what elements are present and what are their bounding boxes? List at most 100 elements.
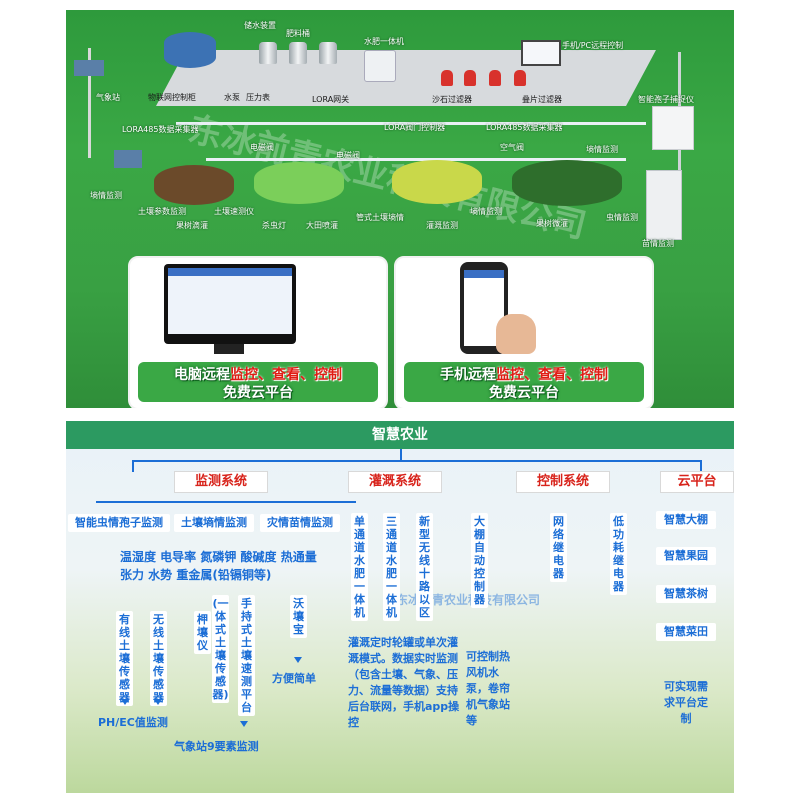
convenient-note: 方便简单 bbox=[272, 672, 316, 685]
monitor-params-line2: 张力 水势 重金属(铅镉铜等) bbox=[120, 568, 272, 582]
orchard-field bbox=[512, 160, 622, 206]
equipment-platform bbox=[156, 50, 656, 106]
screen-header bbox=[464, 270, 504, 278]
crop-field bbox=[392, 160, 482, 204]
label-remote: 手机/PC远程控制 bbox=[562, 41, 624, 50]
label-seedling: 苗情监测 bbox=[642, 239, 674, 248]
label-soil-params: 土壤参数监测 bbox=[138, 207, 186, 216]
disc-filter-icon bbox=[489, 70, 501, 86]
page-title: 智慧农业 bbox=[372, 427, 428, 443]
label-insect-lamp: 杀虫灯 bbox=[262, 221, 286, 230]
title-band bbox=[66, 421, 734, 449]
sand-filter-icon bbox=[441, 70, 453, 86]
weather-station-pole bbox=[88, 48, 91, 158]
label-field-spray: 大田喷灌 bbox=[306, 221, 338, 230]
monitor-item-disaster-seedling: 灾情苗情监测 bbox=[260, 514, 340, 532]
sensor-wired-soil: 有线土壤传感器 bbox=[116, 611, 133, 706]
phone-caption-sub: 免费云平台 bbox=[489, 385, 559, 401]
arrow-down bbox=[154, 699, 162, 705]
label-sand: 沙石过滤器 bbox=[432, 95, 472, 104]
sensor-wo-rang-bao: 沃壤宝 bbox=[290, 595, 307, 638]
label-weather: 气象站 bbox=[96, 93, 120, 102]
pc-monitor-icon bbox=[521, 40, 561, 66]
cloud-smart-vegetable: 智慧菜田 bbox=[656, 623, 716, 641]
label-irrigation: 灌溉监测 bbox=[426, 221, 458, 230]
pipe-branch bbox=[206, 158, 626, 161]
category-monitoring: 监测系统 bbox=[174, 471, 268, 493]
label-water-fert: 水肥一体机 bbox=[364, 37, 404, 46]
pest-monitor-icon bbox=[646, 170, 682, 240]
label-moisture-c: 墒情监测 bbox=[586, 145, 618, 154]
hand-graphic bbox=[496, 314, 536, 354]
solar-panel-icon bbox=[74, 60, 104, 76]
caption-bg bbox=[138, 362, 378, 402]
storage-tank-icon bbox=[164, 32, 216, 68]
label-solenoid-a: 电磁阀 bbox=[250, 143, 274, 152]
monitor-stand bbox=[214, 344, 244, 354]
phone-remote-card: 手机远程监控、查看、控制 免费云平台 bbox=[394, 256, 654, 408]
label-moisture-b: 墒情监测 bbox=[470, 207, 502, 216]
irrigation-single-channel: 单通道水肥一体机 bbox=[351, 513, 368, 621]
disc-filter-icon bbox=[514, 70, 526, 86]
fertilizer-bucket-icon bbox=[259, 42, 277, 64]
control-description: 可控制热风机水泵，卷帘机气象站等 bbox=[466, 650, 510, 727]
tree-line bbox=[96, 501, 356, 503]
control-low-power-relay: 低功耗继电器 bbox=[610, 513, 627, 595]
control-network-relay: 网络继电器 bbox=[550, 513, 567, 582]
sensor-integrated-soil: (一体式土壤传感器) bbox=[212, 595, 229, 703]
pc-caption-sub: 免费云平台 bbox=[223, 385, 293, 401]
category-irrigation: 灌溉系统 bbox=[348, 471, 442, 493]
monitor-item-pest-spore: 智能虫情孢子监测 bbox=[68, 514, 170, 532]
monitor-params-line1: 温湿度 电导率 氮磷钾 酸碱度 热通量 bbox=[120, 550, 317, 564]
pc-monitor-icon bbox=[164, 264, 296, 344]
category-control: 控制系统 bbox=[516, 471, 610, 493]
label-lora485-b: LORA485数据采集器 bbox=[486, 123, 563, 132]
label-iot-valve: 物联网控制柜 bbox=[148, 93, 196, 102]
screen-header bbox=[168, 268, 292, 276]
solar-panel-icon bbox=[114, 150, 142, 168]
fertilizer-bucket-icon bbox=[319, 42, 337, 64]
label-lora-valve: LORA阀门控制器 bbox=[384, 123, 446, 132]
ph-ec-note: PH/EC值监测 bbox=[98, 716, 168, 729]
label-storage: 储水装置 bbox=[244, 21, 276, 30]
label-lora-gw: LORA网关 bbox=[312, 95, 350, 104]
label-lora485-a: LORA485数据采集器 bbox=[122, 125, 199, 134]
label-solenoid-b: 电磁阀 bbox=[336, 151, 360, 160]
pc-caption: 电脑远程监控、查看、控制 bbox=[174, 367, 342, 383]
sensor-soil-meter: 柙壤仪 bbox=[194, 611, 211, 654]
cloud-smart-tea: 智慧茶树 bbox=[656, 585, 716, 603]
label-spore: 智能孢子捕捉仪 bbox=[638, 95, 694, 104]
label-air-valve: 空气阀 bbox=[500, 143, 524, 152]
pipe-main bbox=[176, 122, 646, 125]
label-pump: 水泵 bbox=[224, 93, 240, 102]
iot-scene-panel: 东冰前青农业科技有限公司 储水装置 肥料桶 水肥一体机 手机/PC远程控制 气象… bbox=[66, 10, 734, 408]
water-fertilizer-machine-icon bbox=[364, 50, 396, 82]
smart-agriculture-panel: 智慧农业 东冰前青农业科技有限公司 监测系统 灌溉系统 控制系统 云平台 智能虫… bbox=[66, 421, 734, 793]
spore-trap-icon bbox=[652, 106, 694, 150]
label-orchard-micro: 果树微灌 bbox=[536, 219, 568, 228]
orchard-field bbox=[154, 165, 234, 205]
sensor-wireless-soil: 无线土壤传感器 bbox=[150, 611, 167, 706]
cloud-smart-orchard: 智慧果园 bbox=[656, 547, 716, 565]
crop-field bbox=[254, 162, 344, 204]
arrow-down bbox=[121, 699, 129, 705]
label-pipe-soil: 管式土壤墒情 bbox=[356, 213, 404, 222]
tree-line bbox=[132, 460, 134, 472]
cloud-smart-greenhouse: 智慧大棚 bbox=[656, 511, 716, 529]
arrow-down bbox=[240, 721, 248, 727]
caption-bg bbox=[404, 362, 644, 402]
pc-remote-card: 电脑远程监控、查看、控制 免费云平台 bbox=[128, 256, 388, 408]
label-soil-rapid: 土壤速测仪 bbox=[214, 207, 254, 216]
irrigation-description: 灌溉定时轮罐或单次灌溉模式。数据实时监测（包含土壤、气象、压力、流量等数据）支持… bbox=[348, 636, 460, 729]
label-disc: 叠片过滤器 bbox=[522, 95, 562, 104]
irrigation-three-channel: 三通道水肥一体机 bbox=[383, 513, 400, 621]
sand-filter-icon bbox=[464, 70, 476, 86]
fertilizer-bucket-icon bbox=[289, 42, 307, 64]
tree-line bbox=[700, 460, 702, 472]
label-pest: 虫情监测 bbox=[606, 213, 638, 222]
irrigation-wireless-ten: 新型无线十路以区 bbox=[416, 513, 433, 621]
cloud-description: 可实现需求平台定制 bbox=[664, 680, 708, 725]
category-cloud: 云平台 bbox=[660, 471, 734, 493]
pc-screen bbox=[168, 268, 292, 334]
monitor-item-soil-moisture: 土壤墒情监测 bbox=[174, 514, 254, 532]
